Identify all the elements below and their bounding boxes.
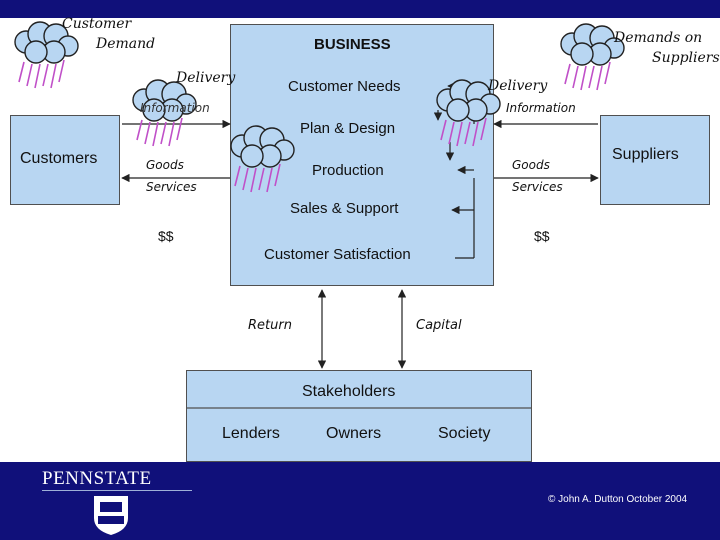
right-goods-label: Goods — [512, 158, 550, 172]
cloud-left-goods — [230, 125, 295, 193]
left-delivery-label: Delivery — [176, 70, 236, 86]
left-money-label: $$ — [158, 228, 174, 244]
right-services-label: Services — [512, 180, 563, 194]
customer-needs-label: Customer Needs — [288, 78, 401, 95]
owners-label: Owners — [326, 425, 382, 442]
logo-divider — [42, 490, 192, 491]
return-label: Return — [248, 318, 292, 333]
right-delivery-label: Delivery — [488, 78, 548, 94]
right-information-label: Information — [506, 101, 576, 115]
customer-demand-line2: Demand — [96, 36, 156, 52]
capital-label: Capital — [416, 318, 462, 333]
society-label: Society — [438, 425, 491, 442]
left-information-label: Information — [140, 101, 210, 115]
top-bar — [0, 0, 720, 18]
suppliers-label: Suppliers — [612, 146, 679, 163]
customers-label: Customers — [20, 150, 98, 167]
stakeholders-title: Stakeholders — [302, 383, 396, 400]
pennstate-shield-icon — [94, 496, 128, 535]
left-goods-label: Goods — [146, 158, 184, 172]
customer-demand-line1: Customer — [62, 16, 132, 32]
copyright-text: © John A. Dutton October 2004 — [548, 494, 688, 505]
lenders-label: Lenders — [222, 425, 280, 442]
customers-box — [10, 115, 120, 205]
stakeholders-box — [186, 370, 532, 462]
plan-design-label: Plan & Design — [300, 120, 396, 137]
demands-on-suppliers-line2: Suppliers — [652, 50, 720, 66]
production-label: Production — [312, 162, 384, 179]
left-services-label: Services — [146, 180, 197, 194]
pennstate-logo-text: PENNSTATE — [42, 468, 152, 489]
sales-support-label: Sales & Support — [290, 200, 399, 217]
suppliers-box — [600, 115, 710, 205]
demands-on-suppliers-line1: Demands on — [614, 30, 703, 46]
customer-satisfaction-label: Customer Satisfaction — [264, 246, 411, 263]
right-money-label: $$ — [534, 228, 550, 244]
business-title: BUSINESS — [314, 36, 391, 53]
